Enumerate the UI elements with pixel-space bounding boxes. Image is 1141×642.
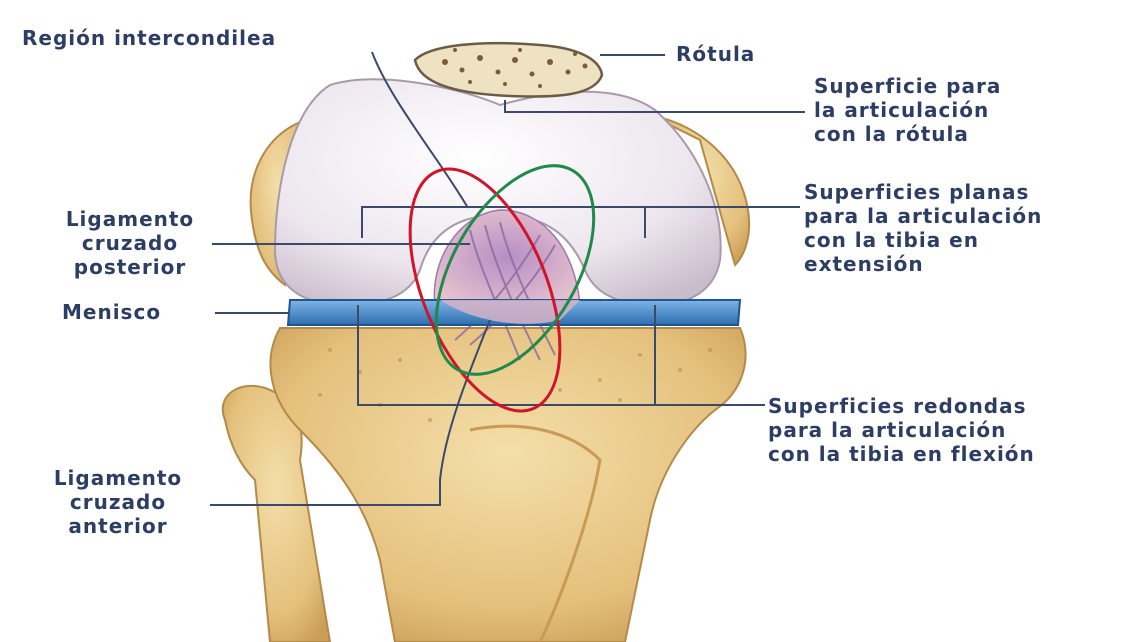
label-line: para la articulación [768,418,1007,442]
tibia [269,327,747,642]
label-line: posterior [73,255,187,279]
label-line: para la articulación [804,204,1043,228]
red-highlight-ellipse [408,167,562,413]
label-line: Ligamento [65,207,195,231]
label-ligamento-anterior: Ligamento cruzado anterior [18,466,218,538]
label-line: Ligamento [53,466,183,490]
label-line: anterior [68,514,168,538]
label-region-intercondilea: Región intercondilea [22,26,277,50]
label-line: con la tibia en flexión [768,442,1035,466]
label-line: con la rótula [814,122,969,146]
label-superficie-rotula: Superficie para la articulación con la r… [814,74,1001,146]
label-superficies-redondas: Superficies redondas para la articulació… [768,394,1035,466]
label-line: la articulación [814,98,990,122]
label-line: extensión [804,252,924,276]
label-line: cruzado [69,490,167,514]
label-ligamento-posterior: Ligamento cruzado posterior [30,207,230,279]
medial-epicondyle [649,114,751,267]
leader-superficies-planas [361,206,800,238]
green-highlight-ellipse [434,164,596,376]
label-rotula: Rótula [676,42,756,66]
label-line: Superficie para [814,74,1002,98]
label-menisco: Menisco [62,300,162,324]
label-superficies-planas: Superficies planas para la articulación … [804,180,1042,276]
label-line: Superficies redondas [768,394,1027,418]
leader-superficie-rotula [504,100,805,113]
leader-superficies-redondas [357,305,765,406]
label-line: cruzado [81,231,179,255]
leader-region-intercondilea [371,51,469,209]
label-line: con la tibia en [804,228,979,252]
label-line: Superficies planas [804,180,1030,204]
patella [413,41,604,98]
leader-ligamento-anterior [210,319,491,506]
